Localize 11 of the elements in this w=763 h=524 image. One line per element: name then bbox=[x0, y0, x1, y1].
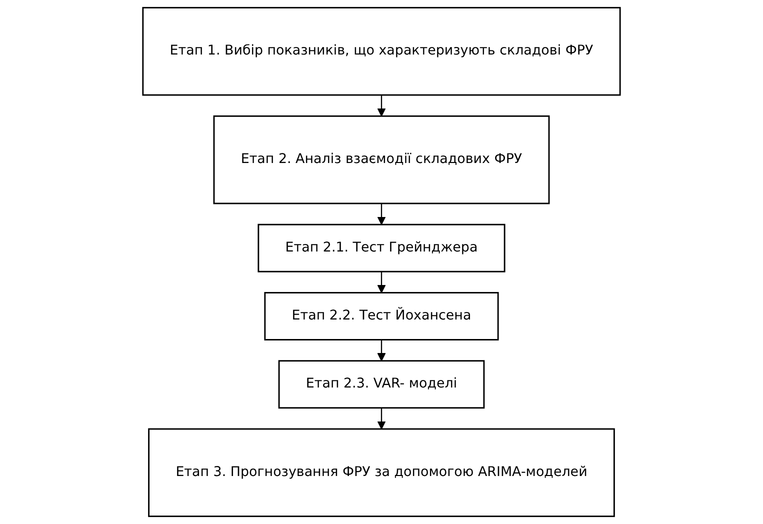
arrow bbox=[377, 95, 386, 116]
node-box: Етап 2.1. Тест Грейнджера bbox=[258, 224, 506, 272]
arrow bbox=[377, 408, 386, 430]
node-box: Етап 2.3. VAR- моделі bbox=[278, 360, 485, 409]
node-box: Етап 2.2. Тест Йохансена bbox=[264, 292, 499, 340]
arrow bbox=[377, 340, 386, 362]
node-box: Етап 2. Аналіз взаємодії складових ФРУ bbox=[213, 115, 550, 204]
arrow bbox=[377, 203, 386, 225]
arrow bbox=[377, 272, 386, 294]
node-box: Етап 1. Вибір показників, що характеризують складові ФРУ bbox=[142, 6, 621, 96]
node-box: Етап 3. Прогнозування ФРУ за допомогою ARIMA-моделей bbox=[148, 428, 615, 518]
